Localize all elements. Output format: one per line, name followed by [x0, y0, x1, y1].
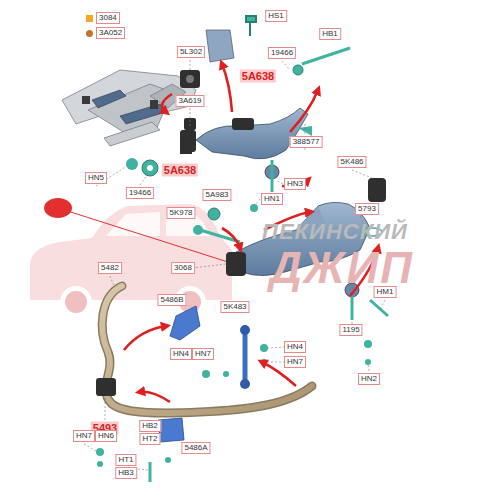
callout-number: HN6	[95, 430, 117, 442]
callout-number: 388577	[290, 136, 323, 148]
callout-number: HN1	[261, 193, 283, 205]
callout-number: 5486A	[181, 442, 210, 454]
callout-number: HB3	[115, 467, 137, 479]
legend-swatch	[86, 15, 93, 22]
callout-number: HS1	[265, 10, 287, 22]
watermark: ДЖИП	[268, 245, 416, 291]
callout-number: HN4	[284, 341, 306, 353]
callout-number: 19466	[126, 187, 154, 199]
legend-text: 3A052	[96, 27, 125, 39]
callout-number: HN7	[192, 348, 214, 360]
callout-number: HN3	[284, 178, 306, 190]
legend-swatch	[86, 30, 93, 37]
callout-number: HB1	[319, 28, 341, 40]
callout-number: HN2	[358, 373, 380, 385]
callout-number: 5K978	[166, 207, 195, 219]
callout-number: 5K483	[220, 301, 249, 313]
callout-number: HB2	[139, 420, 161, 432]
callout-number: 1195	[339, 324, 362, 336]
legend-entry: 3084	[86, 12, 120, 24]
callout-number: 5A638	[162, 164, 198, 177]
callout-number: 5A983	[202, 189, 231, 201]
watermark: ПЕКИНСКИЙ	[260, 220, 410, 244]
callout-number: HN7	[73, 430, 95, 442]
callout-number: 3068	[171, 262, 195, 274]
callout-number: HN4	[170, 348, 192, 360]
callout-number: HT2	[139, 433, 160, 445]
callout-number: HN5	[85, 172, 107, 184]
legend-text: 3084	[96, 12, 120, 24]
callout-number: HN7	[284, 356, 306, 368]
callout-number: 5486B	[157, 294, 186, 306]
legend-entry: 3A052	[86, 27, 125, 39]
callout-number: 19466	[268, 47, 296, 59]
callout-number: 5L302	[177, 46, 205, 58]
callout-number: 5482	[98, 262, 122, 274]
callout-number: 5A638	[240, 70, 276, 83]
callout-number: 5793	[355, 203, 379, 215]
callout-number: 3A619	[175, 95, 204, 107]
callout-number: 5K486	[337, 156, 366, 168]
callout-number: HT1	[115, 454, 136, 466]
